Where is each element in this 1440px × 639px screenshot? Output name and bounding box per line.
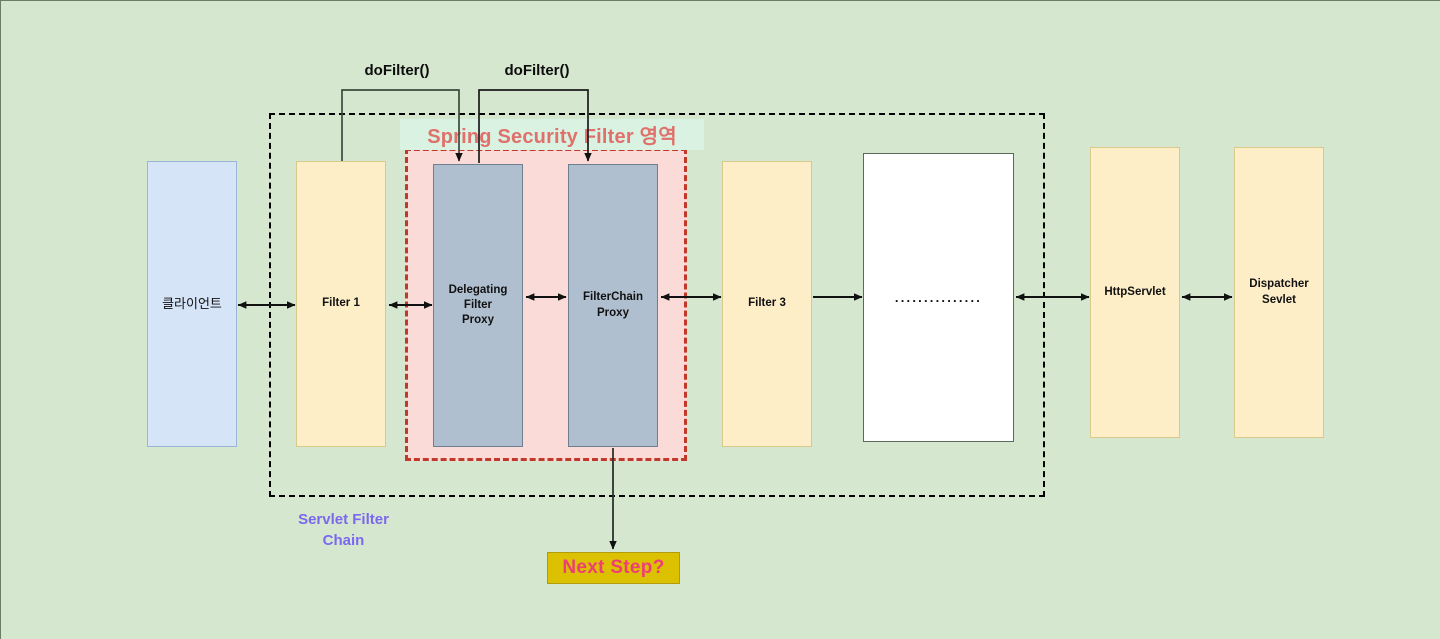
spring-security-region-title: Spring Security Filter 영역 [400,119,704,150]
node-http-servlet[interactable]: HttpServlet [1090,147,1180,438]
node-filter-3[interactable]: Filter 3 [722,161,812,447]
ellipsis-indicator: ............... [894,289,983,305]
dofilter-label-1: doFilter() [364,62,430,79]
servlet-filter-chain-label: Servlet Filter Chain [298,511,389,550]
node-more-filters[interactable]: ............... [863,153,1014,442]
node-filter-1[interactable]: Filter 1 [296,161,386,447]
node-filter-chain-proxy[interactable]: FilterChain Proxy [568,164,658,447]
node-dispatcher-servlet[interactable]: Dispatcher Sevlet [1234,147,1324,438]
node-delegating-filter-proxy[interactable]: Delegating Filter Proxy [433,164,523,447]
dofilter-label-2: doFilter() [504,62,570,79]
next-step-badge[interactable]: Next Step? [547,552,680,584]
node-client[interactable]: 클라이언트 [147,161,237,447]
